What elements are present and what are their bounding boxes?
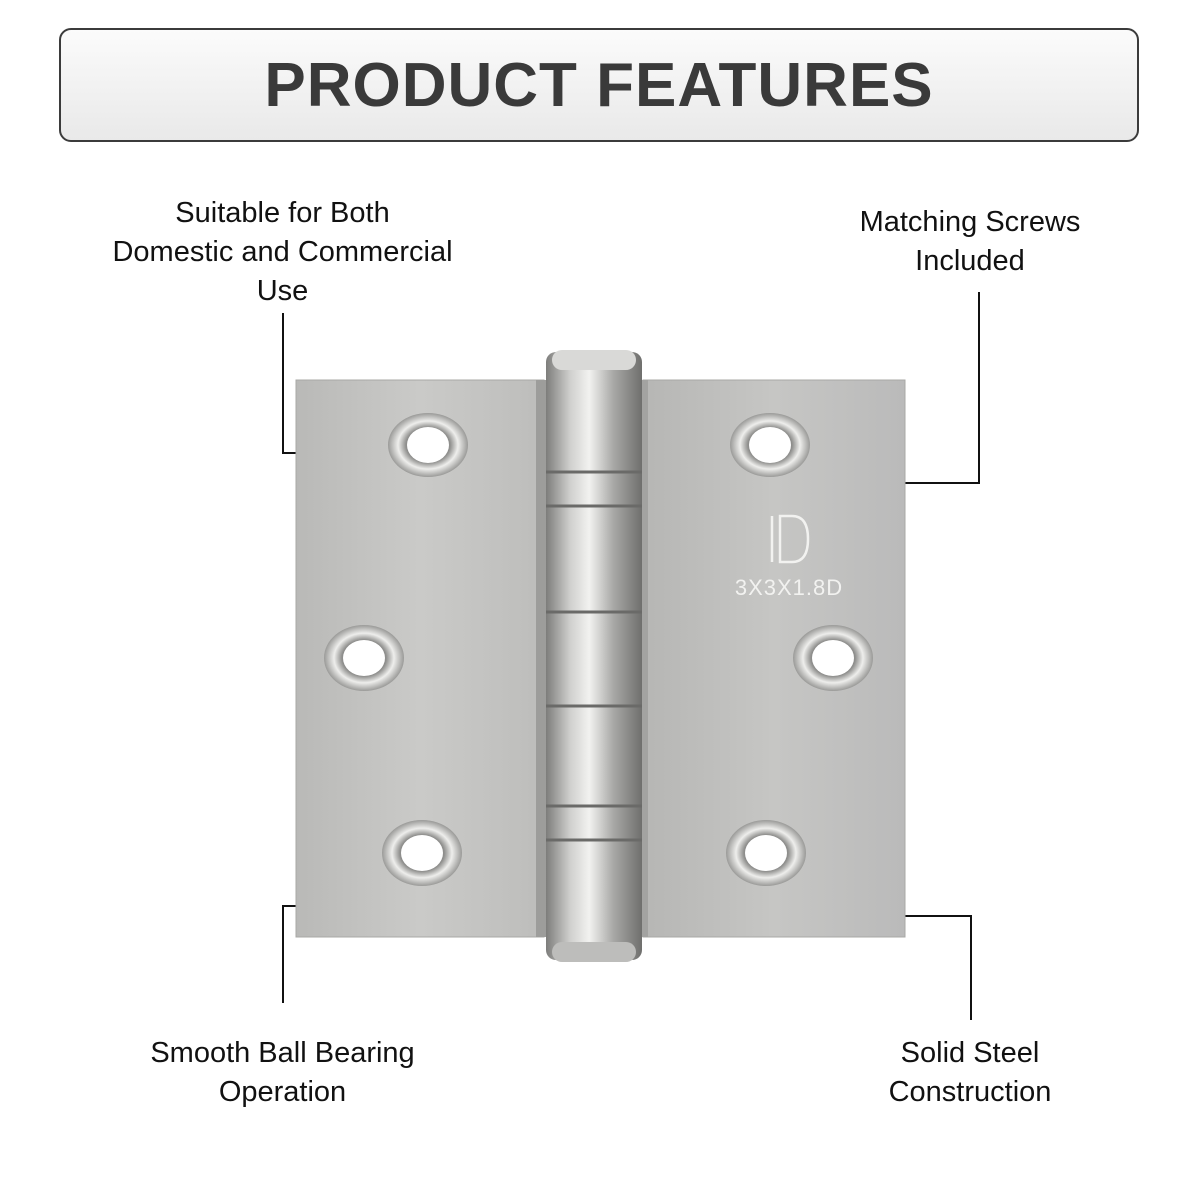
leader-line-top-left xyxy=(282,313,296,454)
leader-line-top-right xyxy=(905,292,980,484)
hinge-knuckle xyxy=(546,350,642,962)
feature-solid-steel: Solid Steel Construction xyxy=(888,1037,1052,1108)
brand-logo xyxy=(770,514,810,564)
feature-ball-bearing: Smooth Ball Bearing Operation xyxy=(150,1037,415,1108)
page-title: PRODUCT FEATURES xyxy=(264,50,934,120)
title-banner: PRODUCT FEATURES xyxy=(59,28,1139,142)
feature-matching-screws: Matching Screws Included xyxy=(859,206,1081,277)
screw-holes xyxy=(324,413,873,886)
feature-domestic-commercial: Suitable for Both Domestic and Commercia… xyxy=(112,197,453,307)
hinge-size-stamp: 3X3X1.8D xyxy=(735,575,843,600)
leader-lines xyxy=(282,292,980,1020)
leader-line-bottom-right xyxy=(905,915,972,1020)
leader-line-bottom-left xyxy=(282,905,296,1003)
